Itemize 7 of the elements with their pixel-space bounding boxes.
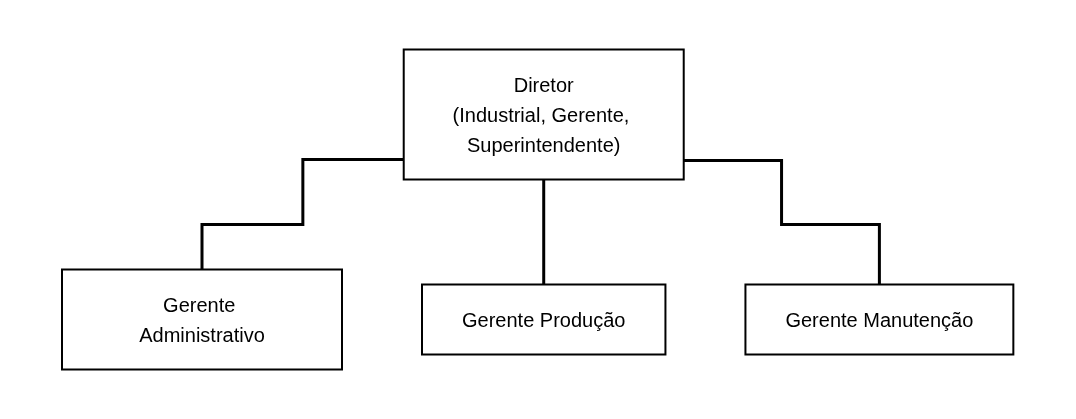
connector <box>542 178 546 286</box>
connector <box>200 158 405 271</box>
node-box: Gerente Manutenção <box>744 283 1015 356</box>
node-box: Diretor (Industrial, Gerente, Superintendente) <box>403 48 686 181</box>
connector <box>684 158 882 286</box>
node-box: Gerente Produção <box>421 283 667 356</box>
node-box: Gerente Administrativo <box>61 268 344 371</box>
